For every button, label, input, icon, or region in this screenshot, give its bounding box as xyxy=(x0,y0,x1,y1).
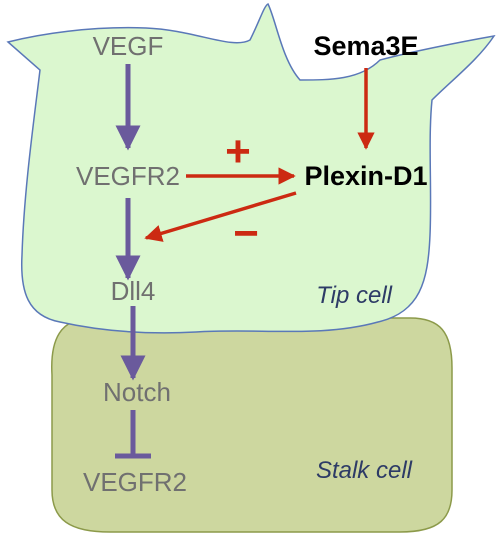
vegfr2-tip-label: VEGFR2 xyxy=(76,161,180,191)
sema3e-label: Sema3E xyxy=(313,31,418,61)
dll4-label: Dll4 xyxy=(111,276,156,306)
tip-cell-label: Tip cell xyxy=(316,282,392,309)
vegf-label: VEGF xyxy=(93,31,164,61)
plexin-d1-label: Plexin-D1 xyxy=(304,161,427,191)
notch-label: Notch xyxy=(103,377,171,407)
minus-sign: − xyxy=(233,209,259,258)
stalk-cell-shape xyxy=(51,317,453,533)
arrow-plexin-to-dll4-pathway xyxy=(144,191,297,242)
plus-sign: + xyxy=(225,127,251,176)
vegfr2-stalk-label: VEGFR2 xyxy=(83,467,187,497)
stalk-cell-label: Stalk cell xyxy=(316,457,413,484)
